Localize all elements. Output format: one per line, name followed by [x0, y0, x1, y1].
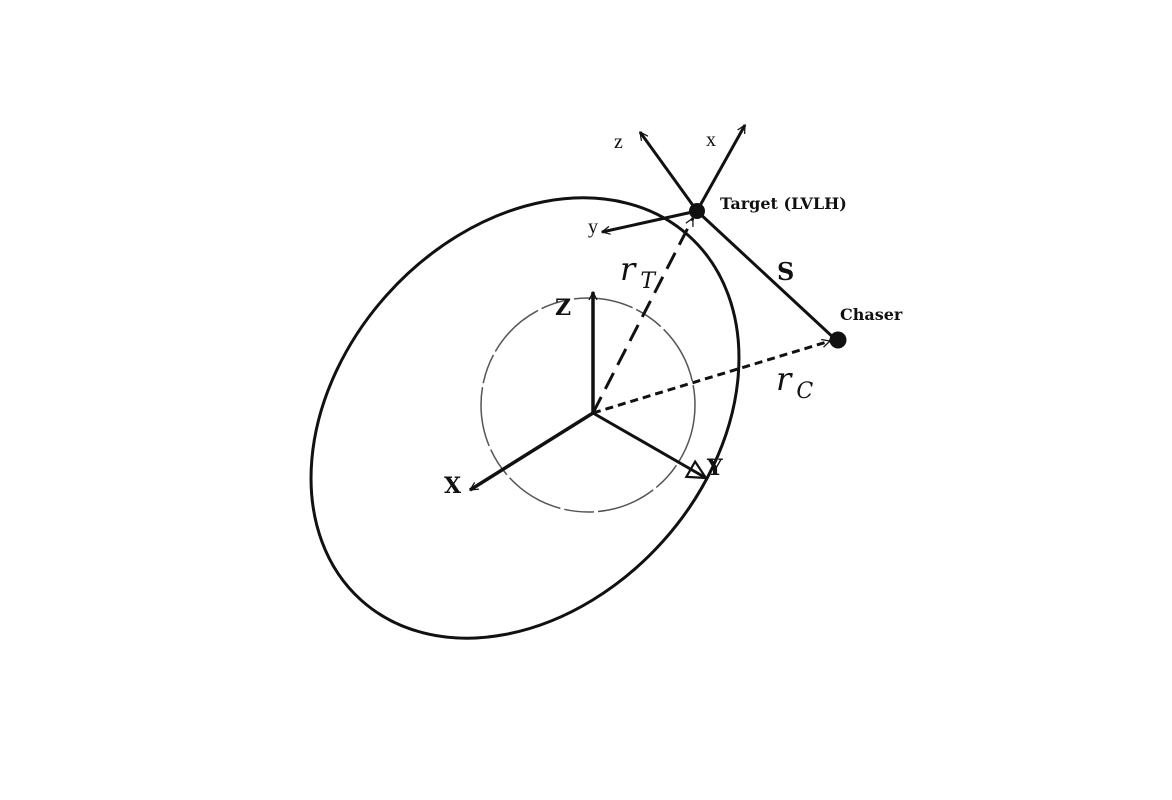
target-position-label: r T: [620, 250, 657, 294]
chaser-position-vector: [592, 341, 830, 415]
target-position-base: r: [620, 250, 637, 288]
inertial-z-label: Z: [555, 295, 571, 321]
chaser-label: Chaser: [840, 305, 903, 324]
relative-vector-line: [695, 209, 838, 342]
inertial-x-axis: [470, 411, 594, 492]
lvlh-z-label: z: [614, 131, 623, 153]
target-position-vector: [591, 218, 695, 414]
chaser-position-label: r C: [776, 360, 813, 404]
inertial-y-axis: [592, 411, 706, 480]
chaser-point: [829, 331, 847, 349]
chaser-position-base: r: [776, 360, 793, 398]
earth-circle: [480, 297, 696, 513]
target-point: [689, 203, 705, 219]
orbit-ellipse: [309, 196, 741, 640]
target-label: Target (LVLH): [720, 194, 847, 213]
inertial-x-label: X: [444, 473, 462, 499]
target-position-sub: T: [640, 269, 657, 294]
relative-vector-label: S: [777, 257, 794, 286]
lvlh-x-label: x: [706, 129, 716, 151]
lvlh-y-label: y: [588, 216, 598, 238]
inertial-y-label: Y: [706, 455, 723, 481]
lvlh-x-axis: [695, 125, 747, 212]
chaser-position-sub: C: [796, 379, 813, 404]
lvlh-y-axis: [602, 209, 698, 232]
lvlh-z-axis: [638, 132, 699, 212]
